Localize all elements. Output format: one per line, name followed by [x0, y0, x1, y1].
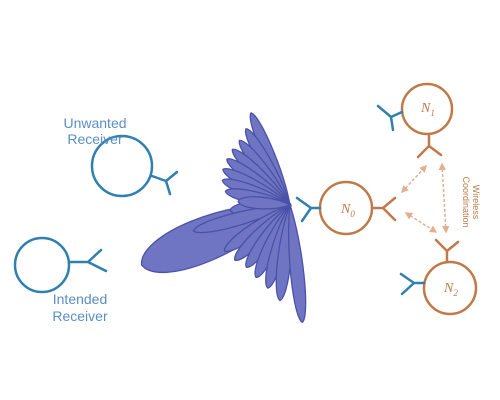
- intended-receiver: Intended Receiver: [13, 236, 108, 324]
- node-n1-left-antenna: [376, 104, 404, 132]
- node-n0-label: N0: [340, 202, 355, 219]
- node-n0-left-antenna: [295, 196, 322, 223]
- intended-receiver-body: [13, 236, 71, 294]
- intended-receiver-label-line2: Receiver: [52, 308, 108, 324]
- node-n1: N1: [376, 82, 454, 159]
- node-n2-top-antenna: [434, 238, 460, 264]
- intended-receiver-label-line1: Intended: [53, 291, 108, 307]
- beam-lobe-9: [237, 196, 292, 210]
- wireless-coordination-links: Wireless Coordination: [400, 162, 481, 234]
- link-n1-n2: [438, 162, 450, 234]
- node-n0: N0: [295, 180, 397, 236]
- unwanted-receiver: Unwanted Receiver: [63, 115, 179, 198]
- beam-lobe-11: [192, 204, 291, 234]
- node-n2-body: [422, 260, 478, 316]
- intended-receiver-antenna: [67, 248, 108, 273]
- link-n0-n1: [400, 164, 428, 194]
- node-n2-label: N2: [443, 281, 458, 298]
- wireless-coordination-label-line1: Wireless: [471, 185, 481, 220]
- wireless-coordination-label-line2: Coordination: [461, 176, 471, 227]
- node-n1-label: N1: [420, 101, 435, 118]
- unwanted-receiver-body: [90, 134, 154, 198]
- link-n0-n2: [404, 212, 438, 233]
- unwanted-receiver-label-line2: Receiver: [67, 131, 123, 147]
- unwanted-receiver-label-line1: Unwanted: [63, 115, 126, 131]
- beam-lobe-19: [288, 204, 307, 324]
- node-n2: N2: [399, 238, 478, 316]
- node-n2-left-antenna: [399, 272, 426, 296]
- unwanted-receiver-antenna: [150, 170, 179, 196]
- radiation-pattern-lobes: [140, 112, 307, 324]
- node-n1-bottom-antenna: [416, 132, 443, 159]
- node-n0-right-antenna: [370, 196, 397, 222]
- node-n1-body: [400, 82, 454, 136]
